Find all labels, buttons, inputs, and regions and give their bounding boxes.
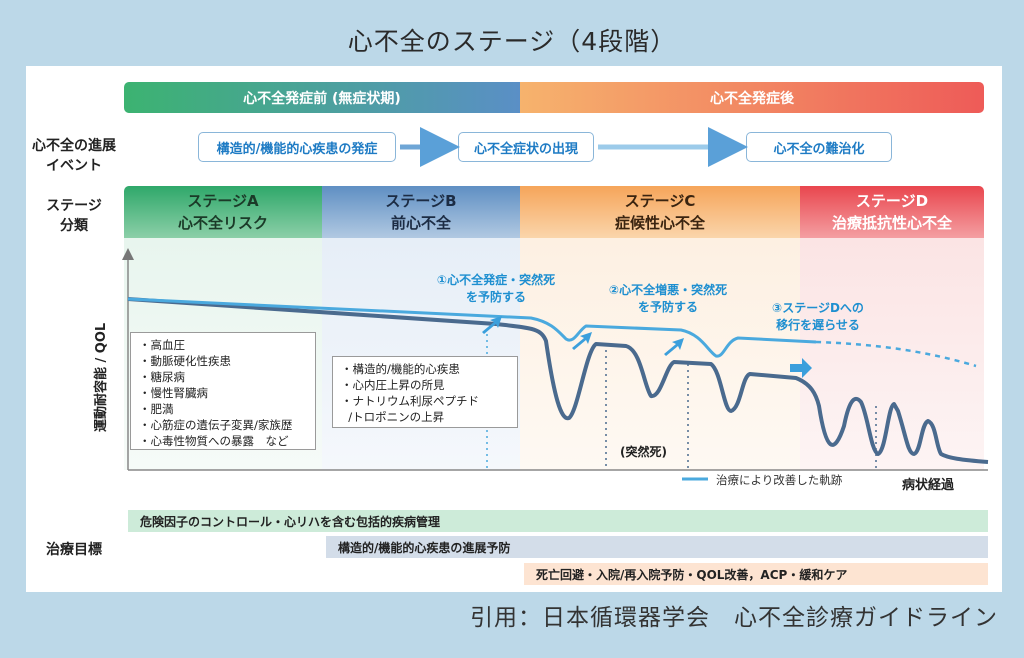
improve-arrow-3: [664, 338, 684, 356]
stage-d-desc: 治療抵抗性心不全: [831, 214, 952, 232]
stage-a-risk-box: ・高血圧 ・動脈硬化性疾患 ・糖尿病 ・慢性腎臓病 ・肥満 ・心筋症の遺伝子変異…: [130, 332, 316, 450]
risk-factor: ・糖尿病: [139, 370, 185, 384]
phase-pre-onset: 心不全発症前 (無症状期): [124, 82, 520, 113]
improve-arrow-4: [790, 358, 812, 378]
phase-post-onset: 心不全発症後: [520, 82, 984, 113]
treatment-goal-3: 死亡回避・入院/再入院予防・QOL改善，ACP・緩和ケア: [524, 563, 988, 585]
stage-b-desc: 前心不全: [390, 214, 451, 232]
improve-arrow-2: [572, 332, 592, 350]
events-row-label: 心不全の進展 イベント: [26, 136, 122, 176]
stage-c-zone: [520, 238, 800, 470]
natural-course-curve: [127, 297, 989, 464]
event-symptom-onset: 心不全症状の出現: [458, 132, 594, 162]
stage-c-header: ステージC 症候性心不全: [520, 186, 800, 238]
stage-b-header: ステージB 前心不全: [322, 186, 520, 238]
note1-line2: を予防する: [465, 290, 526, 304]
improved-course-projection: [815, 340, 977, 368]
sudden-death-label: (突然死): [620, 445, 667, 459]
x-axis-label: 病状経過: [902, 478, 955, 493]
goal-note-3: ③ステージDへの 移行を遅らせる: [758, 300, 878, 334]
stage-d-zone: [800, 238, 984, 470]
note3-line1: ③ステージDへの: [772, 301, 864, 315]
event-heart-disease-onset: 構造的/機能的心疾患の発症: [198, 132, 396, 162]
stages-row-label: ステージ 分類: [26, 196, 122, 236]
stage-c-desc: 症候性心不全: [614, 214, 705, 232]
stage-a-name: ステージA: [187, 192, 259, 210]
note2-line1: ②心不全増悪・突然死: [608, 283, 728, 297]
treatment-row-label: 治療目標: [46, 542, 102, 558]
stage-b-findings-box: ・構造的/機能的心疾患 ・心内圧上昇の所見 ・ナトリウム利尿ペプチド /トロポニ…: [332, 356, 518, 428]
event-arrows: [400, 127, 748, 167]
finding-item: ・心内圧上昇の所見: [341, 378, 445, 392]
risk-factor: ・慢性腎臓病: [139, 386, 208, 400]
legend-label: 治療により改善した軌跡: [716, 473, 843, 487]
improvement-arrows: [482, 316, 812, 378]
diagram-card: 心不全発症前 (無症状期) 心不全発症後 心不全の進展 イベント ステージ 分類…: [26, 66, 1002, 592]
finding-item: /トロポニンの上昇: [341, 410, 445, 424]
stage-a-header: ステージA 心不全リスク: [124, 186, 322, 238]
stage-a-desc: 心不全リスク: [177, 214, 268, 232]
stage-d-name: ステージD: [855, 192, 929, 210]
citation: 引用：日本循環器学会 心不全診療ガイドライン: [470, 605, 998, 631]
risk-factor: ・動脈硬化性疾患: [139, 354, 231, 368]
note2-line2: を予防する: [637, 300, 698, 314]
finding-item: ・ナトリウム利尿ペプチド: [341, 394, 479, 408]
goal-note-2: ②心不全増悪・突然死 を予防する: [598, 282, 738, 316]
stages-label-line2: 分類: [60, 218, 88, 234]
goal-note-1: ①心不全発症・突然死 を予防する: [426, 272, 566, 306]
events-label-line1: 心不全の進展: [32, 138, 116, 154]
progression-curves: [122, 248, 989, 481]
stage-b-name: ステージB: [385, 192, 457, 210]
note1-line1: ①心不全発症・突然死: [436, 273, 556, 287]
stage-c-name: ステージC: [624, 192, 696, 210]
treatment-goal-2: 構造的/機能的心疾患の進展予防: [326, 536, 988, 558]
treatment-goal-1: 危険因子のコントロール・心リハを含む包括的疾病管理: [128, 510, 988, 532]
page-title: 心不全のステージ（4段階）: [347, 27, 677, 56]
note3-line2: 移行を遅らせる: [776, 318, 860, 332]
risk-factor: ・高血圧: [139, 338, 185, 352]
improved-course-curve: [127, 297, 817, 358]
risk-factor: ・肥満: [139, 402, 174, 416]
event-refractory: 心不全の難治化: [746, 132, 892, 162]
events-label-line2: イベント: [46, 158, 102, 174]
improve-arrow-1: [482, 316, 502, 334]
stage-d-header: ステージD 治療抵抗性心不全: [800, 186, 984, 238]
risk-factor: ・心毒性物質への暴露 など: [139, 434, 289, 448]
finding-item: ・構造的/機能的心疾患: [341, 362, 460, 376]
risk-factor: ・心筋症の遺伝子変異/家族歴: [139, 418, 293, 432]
stages-label-line1: ステージ: [46, 198, 102, 214]
